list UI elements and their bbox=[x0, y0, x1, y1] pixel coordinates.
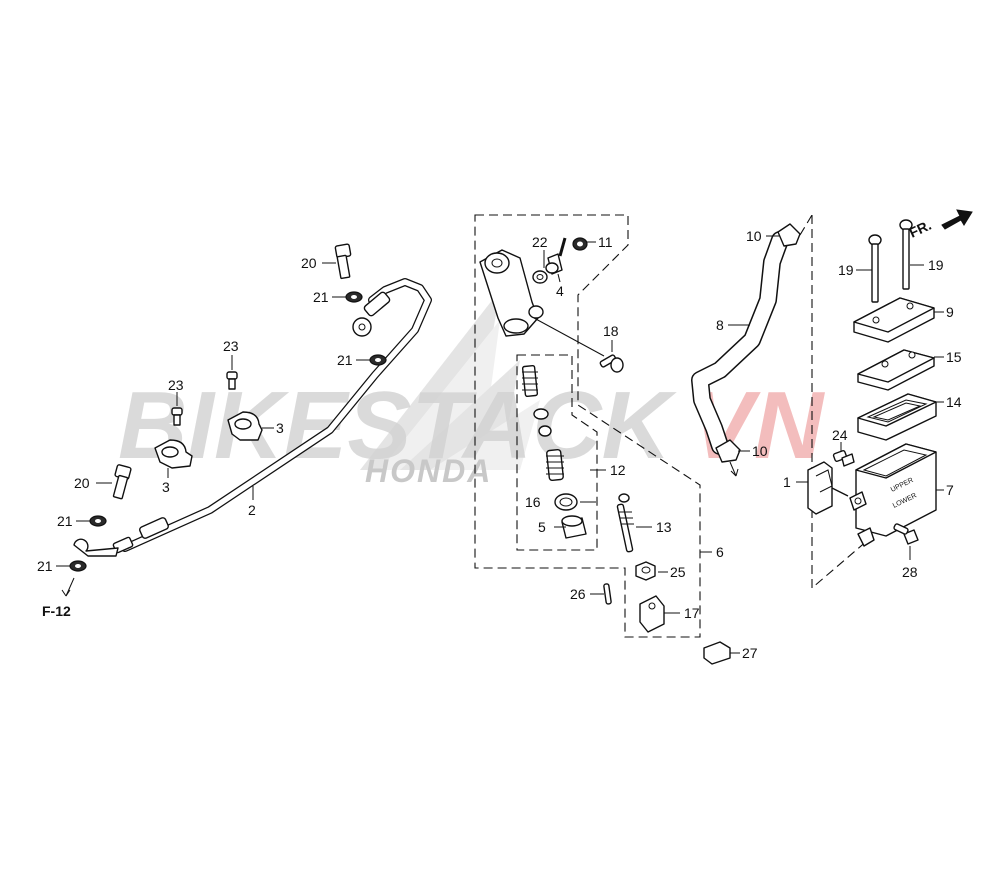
assembly-outline-reservoir bbox=[799, 214, 869, 590]
part-22-o-ring bbox=[532, 270, 548, 284]
watermark-text: BIKESTACK bbox=[118, 372, 678, 479]
wing-logo-watermark bbox=[360, 290, 540, 470]
callout-3-left: 3 bbox=[162, 479, 170, 495]
callout-13: 13 bbox=[656, 519, 672, 535]
callout-24: 24 bbox=[832, 427, 848, 443]
callout-27: 27 bbox=[742, 645, 758, 661]
assembly-outline-6 bbox=[474, 214, 701, 638]
part-26-pin bbox=[603, 583, 612, 605]
part-25-nut bbox=[635, 561, 656, 581]
part-8-reservoir-hose bbox=[691, 231, 789, 455]
part-19-screw-right bbox=[899, 219, 913, 290]
front-direction-indicator: FR. bbox=[907, 209, 973, 241]
callout-5: 5 bbox=[538, 519, 546, 535]
part-6-master-cylinder-body bbox=[479, 249, 544, 337]
part-5-boot bbox=[561, 515, 587, 539]
callout-14: 14 bbox=[946, 394, 962, 410]
callout-1: 1 bbox=[783, 474, 791, 490]
callout-22: 22 bbox=[532, 234, 548, 250]
callout-20-upper: 20 bbox=[301, 255, 317, 271]
callout-2: 2 bbox=[248, 502, 256, 518]
part-9-reservoir-cap bbox=[853, 297, 935, 343]
part-14-diaphragm bbox=[857, 393, 937, 441]
callout-21-b: 21 bbox=[337, 352, 353, 368]
part-15-diaphragm-plate bbox=[857, 349, 935, 391]
part-19-screw-left bbox=[868, 234, 882, 303]
part-7-reservoir-tank: UPPER LOWER bbox=[849, 443, 937, 547]
callout-7: 7 bbox=[946, 482, 954, 498]
part-1-reservoir-stay bbox=[807, 461, 849, 515]
part-20-bolt-lower bbox=[112, 464, 132, 500]
part-10-hose-clip-lower bbox=[715, 439, 741, 463]
part-12-piston-cup bbox=[533, 408, 552, 437]
part-17-push-rod-joint bbox=[639, 595, 665, 633]
leader-lines bbox=[56, 235, 944, 654]
callout-17: 17 bbox=[684, 605, 700, 621]
part-27-cap bbox=[703, 641, 731, 665]
watermark-brand-text: HONDA bbox=[365, 453, 492, 489]
part-23-screw-lower bbox=[171, 407, 183, 426]
part-4-hose-joint bbox=[545, 237, 567, 275]
callout-25: 25 bbox=[670, 564, 686, 580]
callout-21-a: 21 bbox=[313, 289, 329, 305]
part-11-hose-joint-screw bbox=[572, 237, 588, 251]
part-18-bolt bbox=[599, 354, 624, 373]
part-16-circlip bbox=[554, 493, 578, 511]
part-12-piston-spring bbox=[521, 364, 539, 398]
part-3-hose-clamp-right bbox=[227, 411, 263, 441]
part-13-push-rod bbox=[616, 493, 634, 553]
callout-10-lower: 10 bbox=[752, 443, 768, 459]
part-21-washer-a bbox=[345, 291, 363, 303]
part-21-washer-c bbox=[89, 515, 107, 527]
callout-18: 18 bbox=[603, 323, 619, 339]
callout-26: 26 bbox=[570, 586, 586, 602]
reference-label: F-12 bbox=[42, 603, 71, 619]
callout-19-right: 19 bbox=[928, 257, 944, 273]
part-23-screw-upper bbox=[226, 371, 238, 390]
part-21-washer-d bbox=[69, 560, 87, 572]
callout-21-d: 21 bbox=[37, 558, 53, 574]
callout-8: 8 bbox=[716, 317, 724, 333]
callout-12: 12 bbox=[610, 462, 626, 478]
part-10-hose-clip-upper bbox=[777, 223, 801, 247]
callout-28: 28 bbox=[902, 564, 918, 580]
callout-16: 16 bbox=[525, 494, 541, 510]
part-21-washer-b bbox=[369, 354, 387, 366]
callout-9: 9 bbox=[946, 304, 954, 320]
part-3-hose-clamp-left bbox=[154, 439, 193, 469]
callout-6: 6 bbox=[716, 544, 724, 560]
callout-3-right: 3 bbox=[276, 420, 284, 436]
callout-11: 11 bbox=[598, 234, 613, 250]
callouts: 20 21 21 23 23 3 3 20 2 21 21 F-12 22 11… bbox=[37, 228, 962, 661]
front-arrow-icon bbox=[941, 209, 973, 230]
part-28-bolt bbox=[893, 523, 919, 545]
callout-4: 4 bbox=[556, 283, 564, 299]
callout-23-upper: 23 bbox=[223, 338, 239, 354]
callout-20-lower: 20 bbox=[74, 475, 90, 491]
part-24-bolt bbox=[832, 450, 855, 467]
part-20-bolt-upper bbox=[334, 243, 352, 280]
callout-10-upper: 10 bbox=[746, 228, 762, 244]
part-12-piston bbox=[546, 448, 564, 482]
watermark: BIKESTACK VN HONDA bbox=[118, 290, 825, 489]
callout-19-left: 19 bbox=[838, 262, 854, 278]
front-direction-label: FR. bbox=[907, 217, 934, 241]
callout-21-c: 21 bbox=[57, 513, 73, 529]
callout-23-lower: 23 bbox=[168, 377, 184, 393]
part-2-brake-hose bbox=[73, 278, 432, 557]
assembly-outline-12 bbox=[516, 354, 598, 551]
callout-15: 15 bbox=[946, 349, 962, 365]
